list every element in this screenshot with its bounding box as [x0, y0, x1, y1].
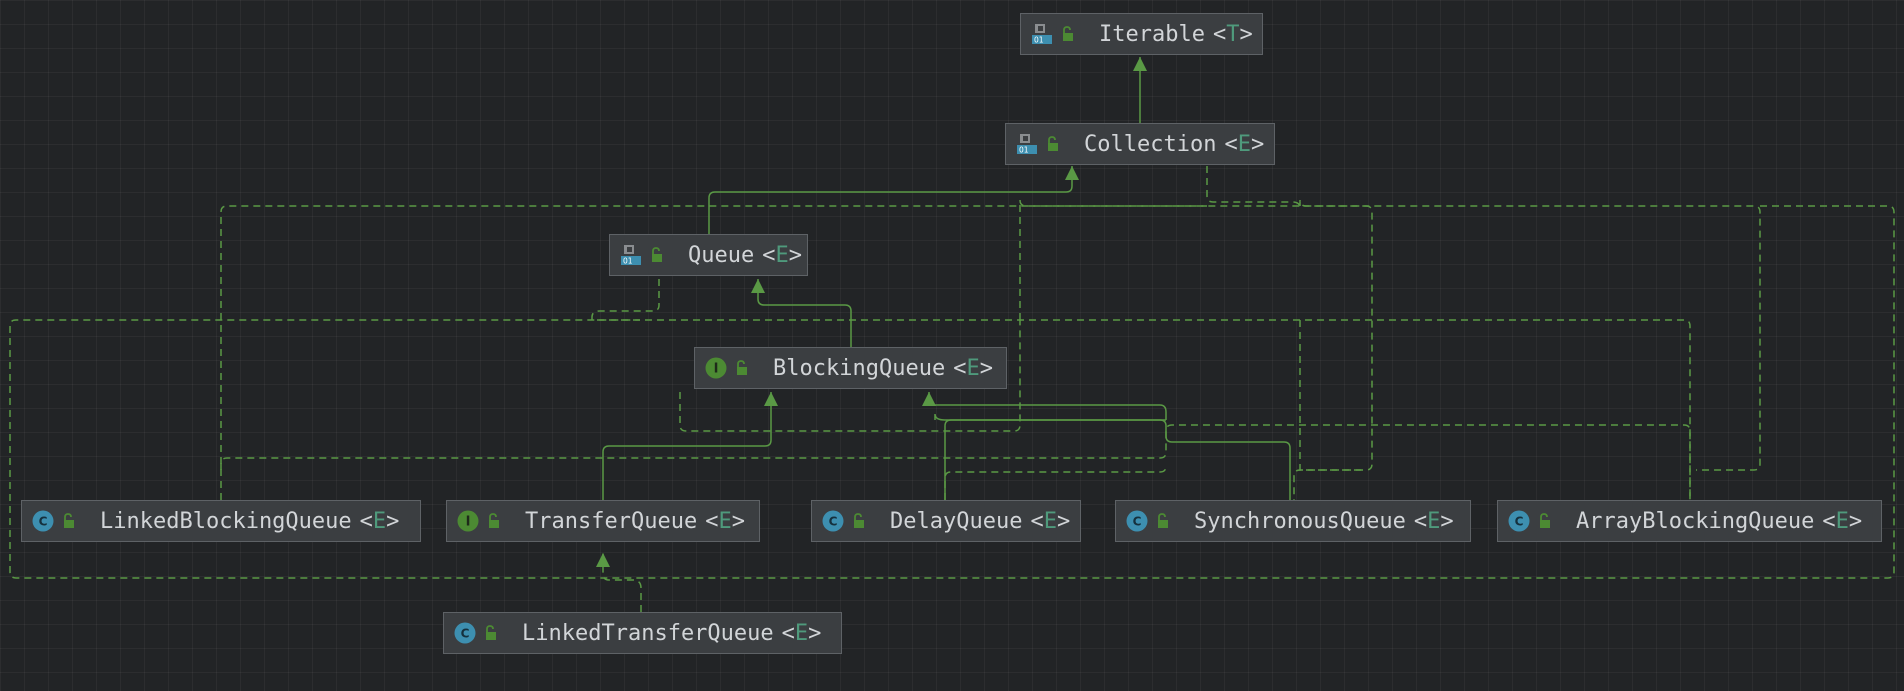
- node-iterable-label: Iterable: [1099, 21, 1205, 47]
- node-linked-blocking-queue[interactable]: C LinkedBlockingQueue <E>: [21, 500, 421, 542]
- edge-syncqueue-bus: [1299, 320, 1366, 471]
- class-icon: C: [822, 510, 844, 532]
- lock-open-icon: [1048, 136, 1058, 151]
- svg-text:C: C: [461, 627, 470, 641]
- node-synchronous-queue-type-param: E: [1427, 508, 1441, 534]
- svg-text:C: C: [829, 515, 838, 529]
- edge-delayqueue-queue: [1019, 199, 1373, 500]
- node-synchronous-queue[interactable]: C SynchronousQueue <E>: [1115, 500, 1471, 542]
- svg-text:C: C: [39, 515, 48, 529]
- node-collection-type-param: E: [1237, 131, 1251, 157]
- svg-text:01: 01: [623, 257, 633, 266]
- lock-open-icon: [64, 513, 74, 528]
- edge-synchronousqueue-blockingqueue: [934, 413, 1166, 421]
- edge-mid-bus-1: [679, 320, 1021, 432]
- edge-collection-outer-loop: [9, 205, 1895, 579]
- edge-collection-implementors: [1206, 166, 1761, 471]
- node-queue[interactable]: 01 Queue <E>: [609, 234, 808, 276]
- node-collection[interactable]: 01 Collection <E>: [1005, 123, 1275, 165]
- node-delay-queue-type-param: E: [1043, 508, 1057, 534]
- edge-blockingqueue-queue: [751, 279, 852, 347]
- node-queue-label: Queue: [688, 242, 755, 268]
- interface-icon: I: [705, 357, 727, 379]
- svg-text:01: 01: [1019, 146, 1029, 155]
- lock-open-icon: [1063, 26, 1073, 41]
- edge-mid-bus-2: [220, 424, 1691, 500]
- node-delay-queue-label: DelayQueue: [890, 508, 1023, 534]
- node-transfer-queue[interactable]: I TransferQueue <E>: [446, 500, 760, 542]
- node-linked-blocking-queue-type-param: E: [372, 508, 387, 534]
- node-synchronous-queue-label: SynchronousQueue: [1194, 508, 1406, 534]
- class-icon: C: [454, 622, 476, 644]
- node-transfer-queue-label: TransferQueue: [525, 508, 698, 534]
- node-linked-transfer-queue[interactable]: C LinkedTransferQueue <E>: [443, 612, 842, 654]
- node-linked-transfer-queue-label: LinkedTransferQueue: [522, 620, 774, 646]
- node-queue-type-param: E: [775, 242, 789, 268]
- interface-icon: I: [457, 510, 479, 532]
- lock-open-icon: [737, 360, 747, 375]
- node-linked-transfer-queue-type-param: E: [794, 620, 809, 646]
- class-icon: C: [1508, 510, 1530, 532]
- lock-open-icon: [1540, 513, 1550, 528]
- interface-lib-icon: 01: [1017, 134, 1037, 155]
- node-transfer-queue-type-param: E: [718, 508, 732, 534]
- svg-text:C: C: [1515, 515, 1524, 529]
- edge-queue-collection: [708, 166, 1079, 234]
- node-blocking-queue-label: BlockingQueue: [773, 355, 946, 381]
- node-iterable-type-param: T: [1226, 21, 1240, 47]
- node-array-blocking-queue[interactable]: C ArrayBlockingQueue <E>: [1497, 500, 1882, 542]
- class-icon: C: [32, 510, 54, 532]
- svg-text:01: 01: [1034, 36, 1044, 45]
- interface-lib-icon: 01: [621, 245, 641, 266]
- edge-transferqueue-blockingqueue: [602, 392, 778, 500]
- node-delay-queue[interactable]: C DelayQueue <E>: [811, 500, 1081, 542]
- node-linked-blocking-queue-label: LinkedBlockingQueue: [100, 508, 352, 534]
- interface-lib-icon: 01: [1032, 24, 1052, 45]
- edge-arrayblockingqueue-blockingqueue: [922, 392, 1167, 420]
- edge-linkedblockingqueue-collection: [220, 205, 1207, 500]
- node-iterable[interactable]: 01 Iterable <T>: [1020, 13, 1263, 55]
- edge-queue-implementors: [591, 279, 1691, 500]
- lock-open-icon: [854, 513, 864, 528]
- node-blocking-queue-type-param: E: [966, 355, 980, 381]
- svg-text:I: I: [714, 362, 719, 377]
- node-array-blocking-queue-label: ArrayBlockingQueue: [1576, 508, 1815, 534]
- edge-delayqueue-blockingqueue: [944, 419, 1291, 500]
- lock-open-icon: [652, 247, 662, 262]
- lock-open-icon: [486, 625, 496, 640]
- class-icon: C: [1126, 510, 1148, 532]
- svg-text:I: I: [466, 515, 471, 530]
- lock-open-icon: [489, 513, 499, 528]
- svg-text:C: C: [1133, 515, 1142, 529]
- edge-linkedtransferqueue-transferqueue: [596, 553, 642, 612]
- edge-mid-bus-3: [944, 465, 1167, 500]
- node-blocking-queue[interactable]: I BlockingQueue <E>: [694, 347, 1007, 389]
- lock-open-icon: [1158, 513, 1168, 528]
- node-collection-label: Collection: [1084, 131, 1217, 157]
- node-array-blocking-queue-type-param: E: [1835, 508, 1849, 534]
